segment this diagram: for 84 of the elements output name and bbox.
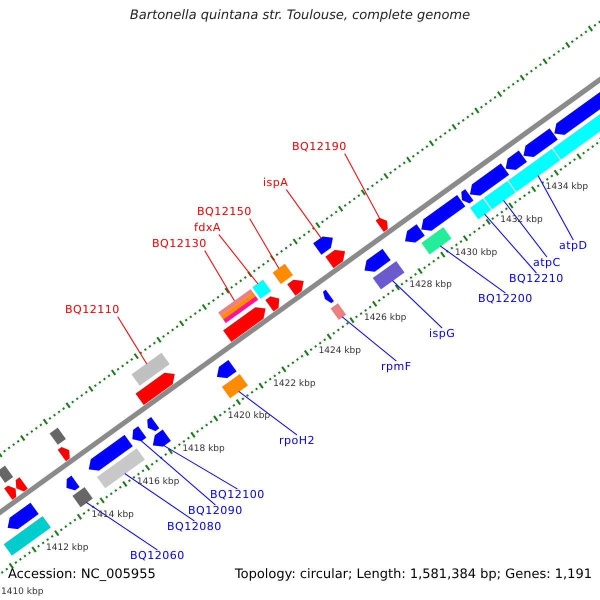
position-label: 1410 kbp — [1, 587, 44, 598]
position-label: 1420 kbp — [228, 411, 270, 422]
gene-label: BQ12060 — [130, 550, 185, 563]
gene-block — [0, 466, 14, 483]
gene-block — [265, 296, 280, 312]
position-label: 1412 kbp — [46, 542, 88, 553]
gene-block — [325, 250, 346, 268]
gene-block — [272, 264, 293, 284]
gene-block — [470, 198, 492, 220]
gene-label: BQ12130 — [152, 238, 207, 251]
gene-block — [313, 236, 333, 255]
gene-block — [72, 487, 93, 508]
gene-label: BQ12190 — [292, 141, 347, 154]
gene-block — [66, 476, 80, 490]
gene-block — [216, 360, 237, 378]
gene-block — [421, 195, 466, 231]
leader-line — [344, 153, 380, 219]
gene-block — [16, 477, 28, 492]
leader-line — [249, 218, 280, 270]
gene-block — [252, 280, 272, 299]
gene-block — [330, 303, 346, 320]
gene-block — [506, 150, 527, 170]
gene-block — [58, 447, 70, 462]
position-label: 1424 kbp — [318, 346, 361, 356]
position-label: 1418 kbp — [182, 444, 225, 455]
gene-block — [323, 290, 334, 304]
position-label: 1430 kbp — [454, 248, 498, 258]
gene-block — [405, 224, 425, 242]
gene-label: BQ12200 — [478, 293, 533, 306]
leader-line — [218, 234, 258, 284]
gene-block — [287, 280, 304, 296]
gene-block — [8, 502, 39, 530]
leader-line — [163, 445, 238, 490]
gene-block — [523, 128, 558, 158]
gene-block — [50, 428, 66, 445]
gene-label: rpmF — [381, 361, 412, 374]
leader-line — [124, 473, 195, 522]
gene-label: BQ12210 — [509, 273, 564, 286]
gene-block — [461, 189, 474, 204]
position-label: 1422 kbp — [273, 378, 316, 390]
gene-block — [4, 486, 16, 500]
position-label: 1426 kbp — [364, 313, 406, 324]
gene-block — [152, 430, 171, 447]
gene-label: atpC — [533, 257, 561, 270]
position-label: 1434 kbp — [546, 182, 588, 193]
accession-text: Accession: NC_005955 — [8, 568, 156, 583]
gene-block — [364, 248, 391, 272]
gene-block — [421, 227, 452, 254]
leader-line — [204, 250, 235, 302]
gene-block — [223, 307, 266, 342]
gene-block — [372, 261, 404, 290]
leader-line — [392, 280, 443, 328]
genome-stats-text: Topology: circular; Length: 1,581,384 bp; Genes: 1,191 — [234, 568, 592, 583]
gene-label: atpD — [559, 240, 588, 253]
gene-label: BQ12100 — [210, 489, 265, 502]
leader-line — [86, 502, 158, 550]
gene-block — [222, 374, 248, 398]
leader-line — [342, 316, 397, 362]
leader-line — [238, 390, 298, 436]
leader-line — [484, 214, 537, 274]
gene-label: BQ12150 — [197, 206, 252, 219]
gene-block — [470, 163, 510, 196]
gene-label: rpoH2 — [279, 435, 316, 448]
leader-line — [140, 440, 216, 506]
gene-label: ispG — [429, 328, 456, 341]
leader-line — [286, 189, 322, 239]
gene-block — [484, 180, 516, 210]
gene-block — [136, 372, 175, 405]
gene-block — [132, 426, 146, 442]
gene-block — [88, 434, 133, 471]
position-label: 1416 kbp — [136, 477, 180, 488]
gene-block — [218, 289, 258, 324]
leader-line — [117, 316, 148, 364]
gene-block — [376, 218, 388, 232]
map-title: Bartonella quintana str. Toulouse, complete genome — [128, 9, 472, 24]
gene-label: fdxA — [194, 222, 221, 235]
position-label: 1428 kbp — [409, 280, 452, 291]
gene-label: ispA — [263, 177, 288, 190]
gene-block — [132, 352, 170, 386]
gene-label: BQ12090 — [188, 505, 243, 518]
gene-block — [147, 416, 160, 432]
gene-label: BQ12080 — [167, 521, 222, 534]
leader-line — [538, 175, 574, 240]
gene-label: BQ12110 — [65, 304, 120, 317]
